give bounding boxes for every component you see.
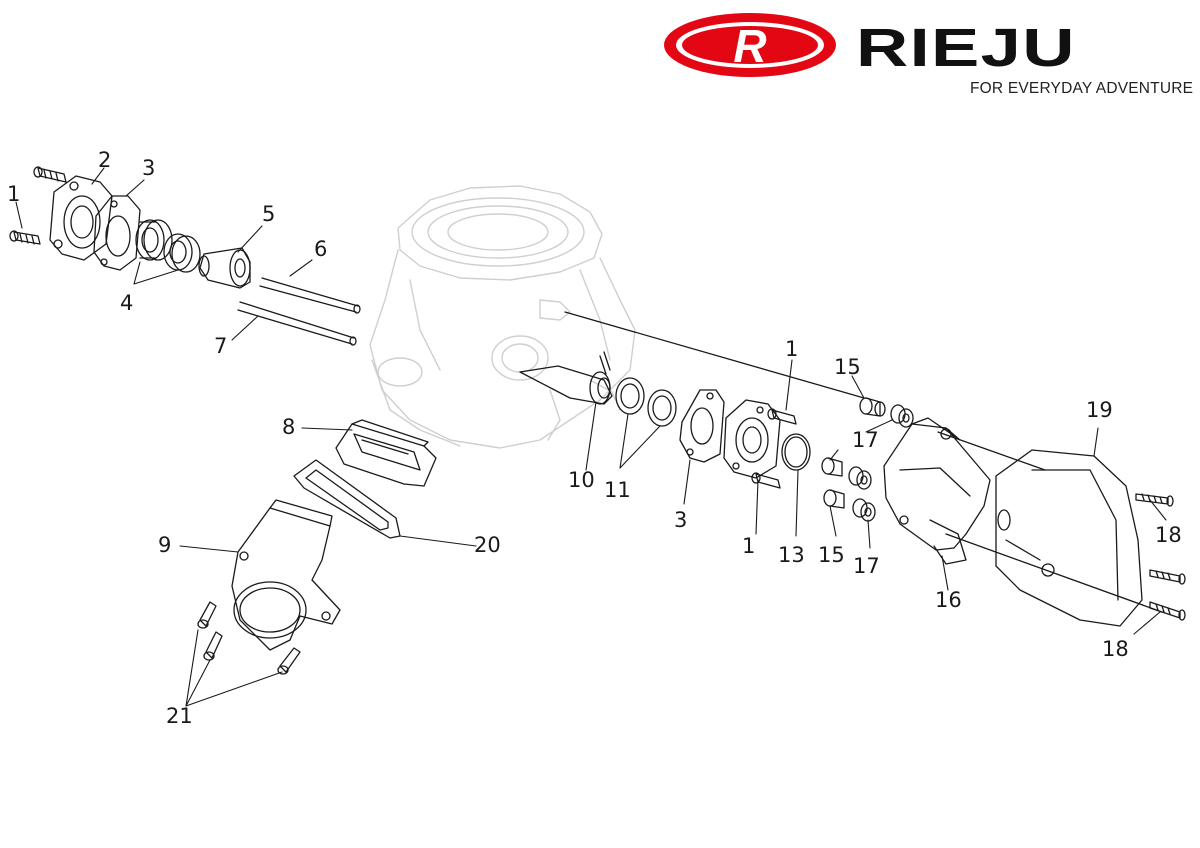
bearing-left-b <box>163 233 201 273</box>
bolt-center-a <box>767 408 797 425</box>
callout-10: 10 <box>568 468 595 492</box>
callout-3: 3 <box>142 156 156 180</box>
washer-17-mid <box>848 466 872 490</box>
washer-17-low <box>852 498 876 522</box>
callout-1-lower: 1 <box>742 534 756 558</box>
cylinder-ghost <box>369 185 636 449</box>
callout-17-bottom: 17 <box>853 554 880 578</box>
bolt-lower-left <box>9 230 41 245</box>
callout-1-upper: 1 <box>785 337 799 361</box>
callout-16: 16 <box>935 588 962 612</box>
callout-7: 7 <box>214 334 228 358</box>
callout-15-top: 15 <box>834 355 861 379</box>
bearing-center-b <box>647 389 677 427</box>
valve-housing <box>883 417 991 565</box>
bolt-top-left <box>33 166 67 183</box>
callout-2: 2 <box>98 148 112 172</box>
callout-11: 11 <box>604 478 631 502</box>
flange-center <box>723 399 781 479</box>
reed-block <box>335 419 437 487</box>
leader-lines <box>15 167 1167 707</box>
callout-21: 21 <box>166 704 193 728</box>
screw-18-low <box>1149 601 1186 621</box>
o-ring <box>781 433 811 471</box>
bolt-center-b <box>751 472 781 489</box>
rieju-emblem: R <box>664 13 836 77</box>
brand-tagline: FOR EVERYDAY ADVENTURE <box>970 80 1194 97</box>
callout-9: 9 <box>158 533 172 557</box>
callout-20: 20 <box>474 533 501 557</box>
intake-manifold <box>231 499 341 651</box>
shaft-sleeve <box>198 247 251 289</box>
valve-cover <box>995 449 1143 627</box>
callout-1: 1 <box>7 182 21 206</box>
callout-18-top: 18 <box>1155 523 1182 547</box>
rod-upper <box>259 277 361 314</box>
axis-line-upper <box>564 311 865 399</box>
callout-3-center: 3 <box>674 508 688 532</box>
bolt-manifold-c <box>277 647 301 675</box>
callout-19: 19 <box>1086 398 1113 422</box>
bolt-manifold-a <box>197 601 217 629</box>
callout-18-bottom: 18 <box>1102 637 1129 661</box>
callout-5: 5 <box>262 202 276 226</box>
reed-gasket <box>293 459 401 539</box>
brand-wordmark: RIEJU <box>856 18 1076 78</box>
flange-left <box>49 175 113 261</box>
bearing-left-a <box>135 219 173 261</box>
callout-6: 6 <box>314 237 328 261</box>
washer-17-top <box>890 404 914 428</box>
gasket-center <box>679 389 725 463</box>
callout-17-top: 17 <box>852 428 879 452</box>
rod-lower <box>237 301 357 346</box>
screw-18-top <box>1135 493 1174 507</box>
bearing-center-a <box>615 377 645 415</box>
emblem-letter: R <box>733 20 766 72</box>
gasket-left <box>93 195 141 271</box>
shaft-center <box>519 351 613 405</box>
callout-15-bottom: 15 <box>818 543 845 567</box>
callout-13: 13 <box>778 543 805 567</box>
fitting-15-top <box>859 397 886 417</box>
screw-18-mid <box>1149 569 1186 585</box>
bolt-manifold-b <box>203 631 223 661</box>
axis-line-right <box>937 431 1046 471</box>
callout-8: 8 <box>282 415 296 439</box>
fitting-15-mid <box>821 457 843 477</box>
callout-4: 4 <box>120 291 134 315</box>
fitting-15-low <box>823 489 845 509</box>
